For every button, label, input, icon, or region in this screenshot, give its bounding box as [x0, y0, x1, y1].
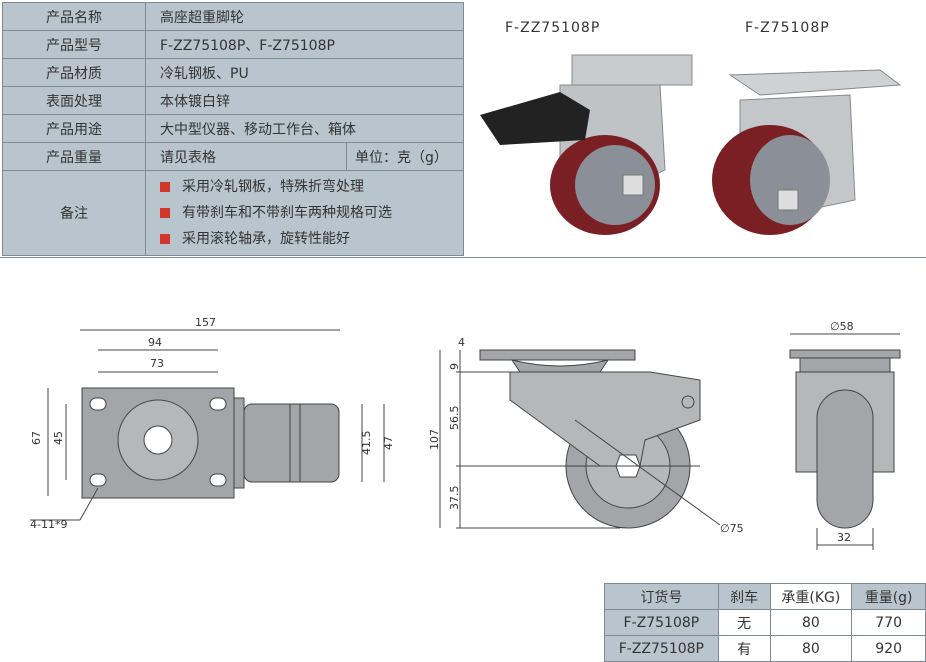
- note-text: 采用冷轧钢板，特殊折弯处理: [182, 179, 364, 195]
- note-item: 采用冷轧钢板，特殊折弯处理: [160, 174, 463, 200]
- dim-41-5: 41.5: [360, 431, 373, 456]
- bullet-icon: [160, 234, 170, 244]
- side-view-drawing: [439, 349, 721, 529]
- dim-dia58: ∅58: [830, 320, 854, 333]
- label-surface: 表面处理: [2, 86, 146, 115]
- cell-brake: 无: [717, 609, 771, 636]
- notes-list: 采用冷轧钢板，特殊折弯处理 有带刹车和不带刹车两种规格可选 采用滚轮轴承，旋转性…: [145, 170, 464, 256]
- cell-weight: 770: [851, 609, 926, 636]
- front-view-drawing: [789, 333, 901, 550]
- label-notes: 备注: [2, 170, 146, 256]
- note-item: 采用滚轮轴承，旋转性能好: [160, 226, 463, 252]
- table-row: F-Z75108P 无 80 770: [604, 609, 926, 636]
- value-weight: 请见表格: [145, 142, 347, 171]
- order-table: 订货号 刹车 承重(KG) 重量(g) F-Z75108P 无 80 770 F…: [604, 583, 926, 662]
- dim-dia75: ∅75: [720, 522, 744, 535]
- cell-order-no: F-ZZ75108P: [604, 635, 719, 662]
- cell-load: 80: [769, 609, 853, 636]
- dim-73: 73: [150, 357, 164, 370]
- cell-load: 80: [769, 635, 853, 662]
- label-material: 产品材质: [2, 58, 146, 87]
- label-weight: 产品重量: [2, 142, 146, 171]
- value-usage: 大中型仪器、移动工作台、箱体: [145, 114, 464, 143]
- caster-photo-brake: [480, 54, 693, 235]
- caster-photo-nobrake: [712, 69, 902, 235]
- dim-47: 47: [382, 436, 395, 450]
- label-name: 产品名称: [2, 2, 146, 31]
- dim-94: 94: [148, 336, 162, 349]
- dim-56-5: 56.5: [448, 406, 461, 431]
- top-view-drawing: [30, 329, 385, 521]
- dim-holes: 4-11*9: [30, 518, 67, 531]
- dim-157: 157: [195, 316, 216, 329]
- cell-weight: 920: [851, 635, 926, 662]
- bullet-icon: [160, 182, 170, 192]
- table-row: F-ZZ75108P 有 80 920: [604, 635, 926, 662]
- photo-caption-brake: F-ZZ75108P: [505, 20, 601, 36]
- dim-67: 67: [30, 431, 43, 445]
- cell-brake: 有: [717, 635, 771, 662]
- dim-4: 4: [458, 336, 465, 349]
- photo-caption-nobrake: F-Z75108P: [745, 20, 830, 36]
- dim-45: 45: [52, 431, 65, 445]
- cell-order-no: F-Z75108P: [604, 609, 719, 636]
- bullet-icon: [160, 208, 170, 218]
- header-brake: 刹车: [717, 583, 771, 610]
- label-usage: 产品用途: [2, 114, 146, 143]
- note-item: 有带刹车和不带刹车两种规格可选: [160, 200, 463, 226]
- dim-107: 107: [428, 429, 441, 450]
- label-model: 产品型号: [2, 30, 146, 59]
- value-material: 冷轧钢板、PU: [145, 58, 464, 87]
- dim-32: 32: [837, 531, 851, 544]
- note-text: 采用滚轮轴承，旋转性能好: [182, 231, 350, 247]
- header-load: 承重(KG): [769, 583, 853, 610]
- weight-unit: 单位：克（g）: [346, 142, 464, 171]
- dim-37-5: 37.5: [448, 486, 461, 511]
- header-order-no: 订货号: [604, 583, 719, 610]
- header-weight: 重量(g): [851, 583, 926, 610]
- note-text: 有带刹车和不带刹车两种规格可选: [182, 205, 392, 221]
- dim-9: 9: [448, 363, 461, 370]
- section-divider: [0, 257, 926, 258]
